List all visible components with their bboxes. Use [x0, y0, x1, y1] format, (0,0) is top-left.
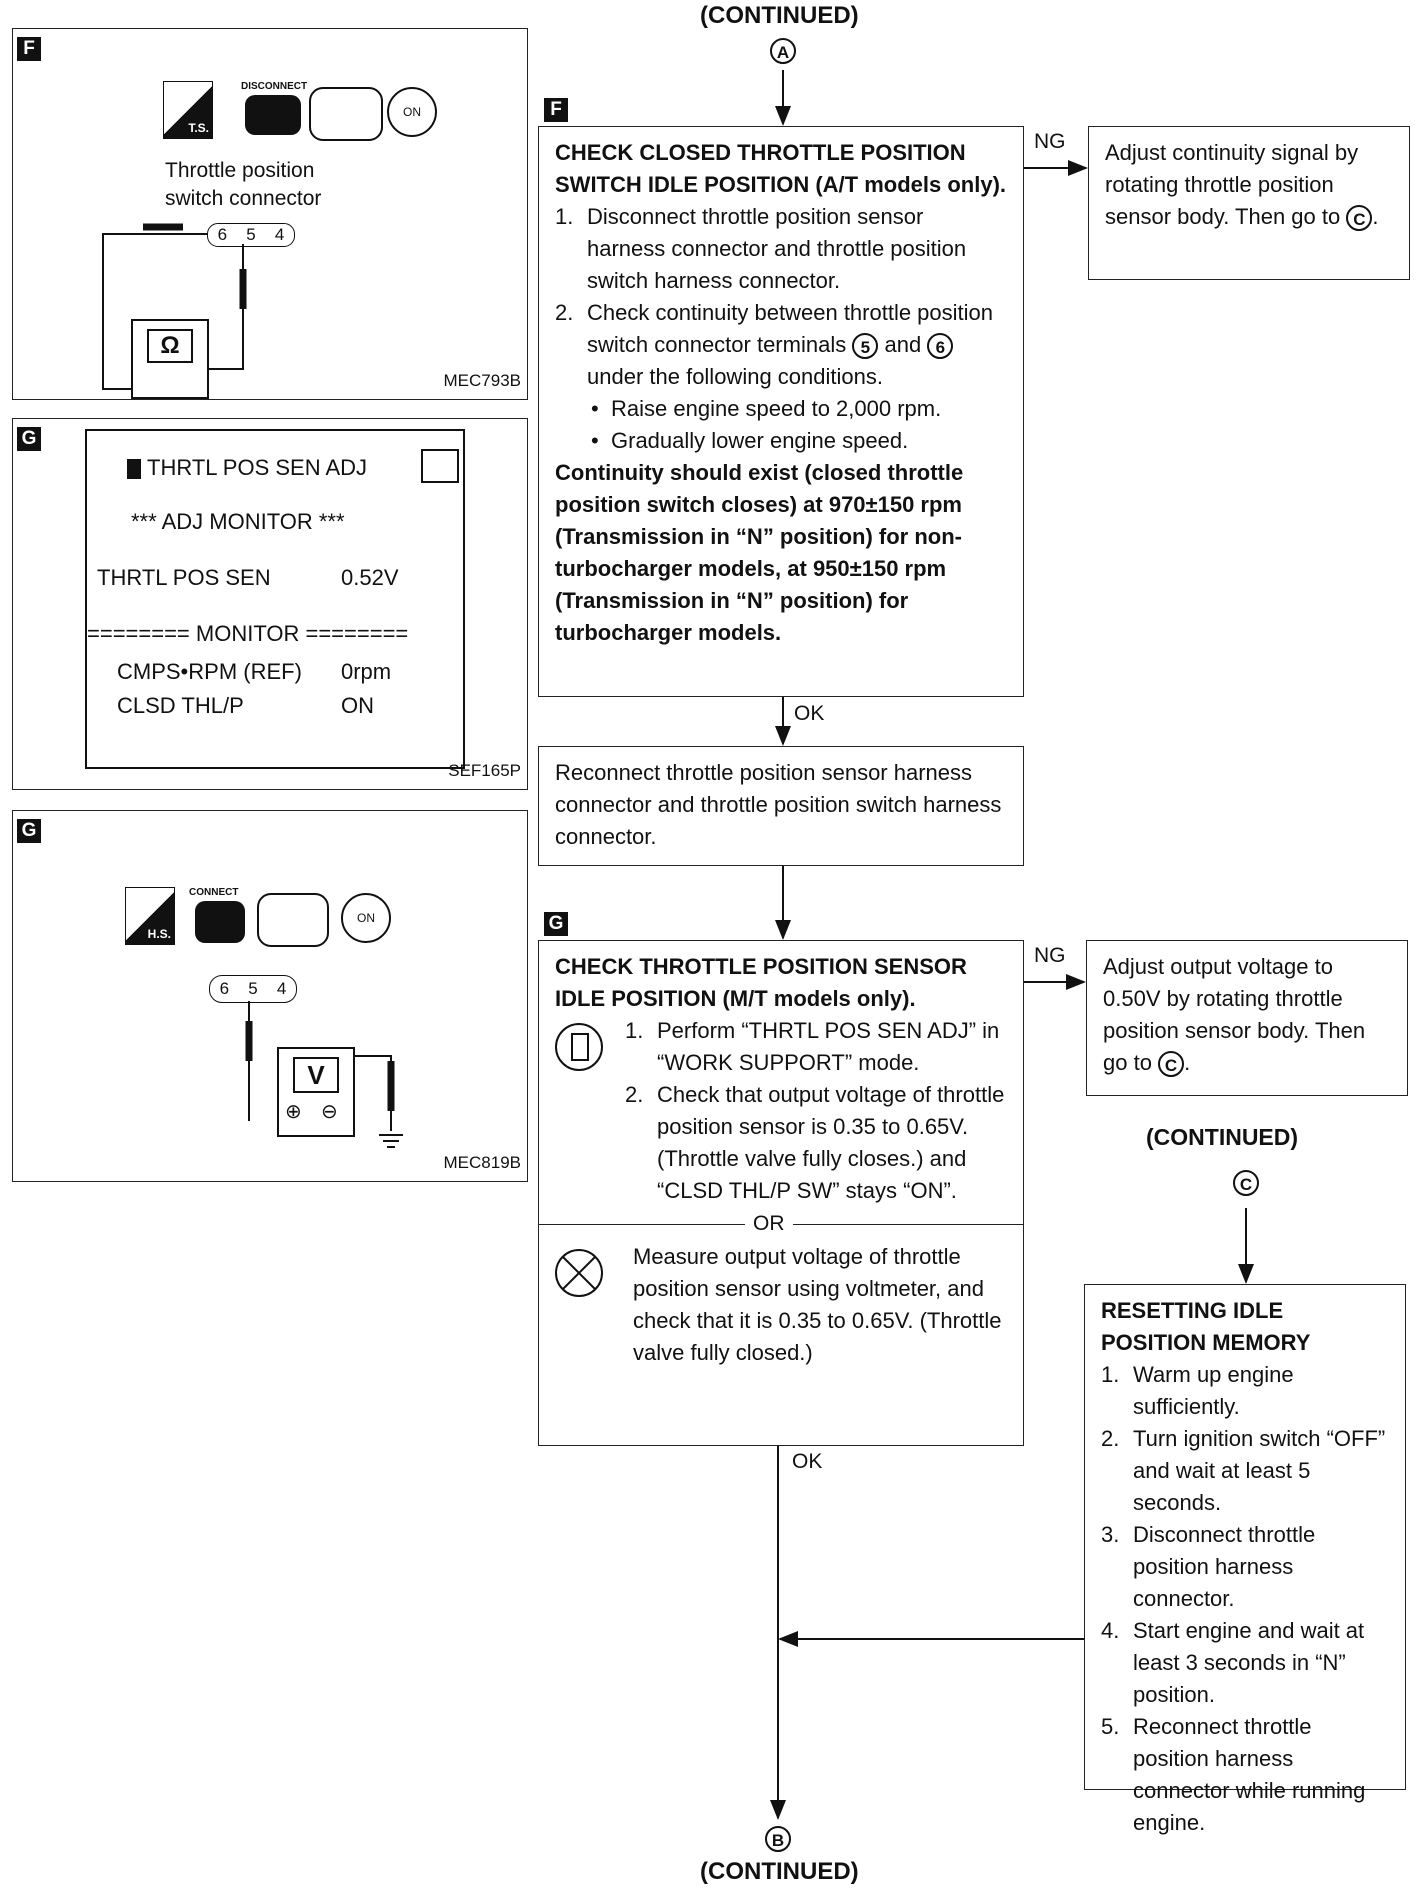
step-f-item-1: 1.Disconnect throttle position sensor ha… — [555, 204, 967, 293]
plus-terminal: ⊕ — [285, 1101, 302, 1123]
step-f-bullet-2: Gradually lower engine speed. — [555, 425, 1007, 457]
figure-g2-tag: G — [17, 819, 41, 843]
reconnect-text: Reconnect throttle position sensor harne… — [555, 760, 1002, 849]
row1-label: THRTL POS SEN — [97, 565, 271, 590]
step-f-box: CHECK CLOSED THROTTLE POSITION SWITCH ID… — [538, 126, 1024, 697]
screen-marker-icon — [127, 459, 141, 480]
reset-item-5: 5.Reconnect throttle position harness co… — [1101, 1714, 1366, 1835]
throttle-body-icon — [309, 87, 383, 141]
reset-box: RESETTING IDLE POSITION MEMORY 1.Warm up… — [1084, 1284, 1406, 1835]
figure-f-tag: F — [17, 37, 41, 61]
consult-screen: THRTL POS SEN ADJ *** ADJ MONITOR *** TH… — [85, 429, 465, 769]
reconnect-box: Reconnect throttle position sensor harne… — [538, 746, 1024, 866]
step-f-spec: Continuity should exist (closed throttle… — [555, 460, 964, 645]
connector-b-label: B — [765, 1826, 791, 1852]
ng2-box: Adjust output voltage to 0.50V by rotati… — [1086, 940, 1408, 1096]
consult-tool-icon — [555, 1023, 603, 1071]
figure-g2-panel: G H.S. CONNECT ON 6 5 4 V ⊕ ⊖ MEC819B — [12, 810, 528, 1182]
screen-page-icon — [421, 449, 459, 483]
connector-caption-line2: switch connector — [165, 187, 322, 210]
figure-g1-panel: G THRTL POS SEN ADJ *** ADJ MONITOR *** … — [12, 418, 528, 790]
continued-top-label: (CONTINUED) — [700, 2, 859, 29]
row3-label: CLSD THL/P — [117, 693, 244, 718]
step-f-bullet-1: Raise engine speed to 2,000 rpm. — [555, 393, 1007, 425]
figure-g2-code: MEC819B — [443, 1153, 521, 1172]
ignition-key-icon-2: ON — [341, 893, 391, 943]
screen-subtitle: *** ADJ MONITOR *** — [131, 509, 345, 534]
throttle-body-icon-2 — [257, 893, 329, 947]
pin-4: 4 — [276, 979, 287, 998]
connector-a: A — [770, 38, 796, 64]
connect-label: CONNECT — [189, 887, 239, 898]
step-f-title: CHECK CLOSED THROTTLE POSITION SWITCH ID… — [555, 140, 1007, 197]
connect-connector-icon — [195, 901, 245, 943]
ts-tester-icon: T.S. — [163, 81, 213, 139]
step-f-tag: F — [544, 98, 568, 122]
pin-6: 6 — [219, 979, 230, 998]
ohmmeter-icon: Ω — [131, 319, 209, 399]
voltmeter-icon: V ⊕ ⊖ — [277, 1047, 355, 1137]
figure-f-panel: F T.S. DISCONNECT ON Throttle position s… — [12, 28, 528, 400]
voltmeter-wiring — [245, 1001, 403, 1148]
step-g-tag: G — [544, 912, 568, 936]
ng2-text: Adjust output voltage to 0.50V by rotati… — [1103, 954, 1366, 1075]
or-divider: OR — [539, 1207, 1023, 1241]
connector-c-label: C — [1233, 1170, 1259, 1196]
row1-value: 0.52V — [341, 565, 399, 590]
disconnect-label: DISCONNECT — [241, 81, 308, 92]
reset-item-4: 4.Start engine and wait at least 3 secon… — [1101, 1618, 1365, 1707]
continued-bottom-label: (CONTINUED) — [700, 1858, 859, 1885]
reset-item-2: 2.Turn ignition switch “OFF” and wait at… — [1101, 1426, 1386, 1515]
connector-caption-line1: Throttle position — [165, 159, 315, 182]
reset-item-1: 1.Warm up engine sufficiently. — [1101, 1362, 1294, 1419]
ohmmeter-wiring — [102, 223, 247, 390]
step-g-item-2: 2.Check that output voltage of throttle … — [625, 1082, 1005, 1203]
terminal-6-icon: 6 — [927, 333, 954, 360]
pin-5: 5 — [248, 979, 258, 998]
connector-c: C — [1233, 1170, 1259, 1196]
ng1-box: Adjust continuity signal by rotating thr… — [1088, 126, 1410, 280]
connector-b: B — [765, 1826, 791, 1852]
step-g-item-1: 1.Perform “THRTL POS SEN ADJ” in “WORK S… — [625, 1018, 1000, 1075]
connector-c-icon: C — [1158, 1051, 1185, 1078]
screen-title: THRTL POS SEN ADJ — [127, 455, 367, 481]
figure-g1-tag: G — [17, 427, 41, 451]
or-label: OR — [745, 1208, 793, 1240]
ng2-end: . — [1184, 1050, 1191, 1075]
reset-title: RESETTING IDLE POSITION MEMORY — [1101, 1298, 1311, 1355]
step-g-title: CHECK THROTTLE POSITION SENSOR IDLE POSI… — [555, 954, 967, 1011]
ok2-label: OK — [792, 1450, 823, 1473]
ng1-end: . — [1372, 204, 1379, 229]
step-g-alt: Measure output voltage of throttle posit… — [633, 1244, 1002, 1365]
hs-tester-icon: H.S. — [125, 887, 175, 945]
connector-a-label: A — [770, 38, 796, 64]
row2-value: 0rpm — [341, 659, 392, 684]
connector-c-icon: C — [1346, 205, 1373, 232]
row3-value: ON — [341, 693, 374, 718]
disconnect-connector-icon — [245, 95, 301, 135]
figure-g1-code: SEF165P — [448, 761, 521, 780]
monitor-divider: ======== MONITOR ======== — [87, 621, 409, 646]
ng1-label: NG — [1034, 130, 1066, 153]
ignition-key-icon: ON — [387, 87, 437, 137]
tps-connector: 6 5 4 — [207, 223, 295, 247]
step-g-box: CHECK THROTTLE POSITION SENSOR IDLE POSI… — [538, 940, 1024, 1446]
tps-connector-2: 6 5 4 — [209, 975, 297, 1003]
pin-4: 4 — [274, 225, 285, 244]
ng2-label: NG — [1034, 944, 1066, 967]
pin-5: 5 — [246, 225, 256, 244]
ok1-label: OK — [794, 702, 825, 725]
continued-c-label: (CONTINUED) — [1146, 1124, 1299, 1150]
terminal-5-icon: 5 — [852, 333, 879, 360]
pin-6: 6 — [217, 225, 228, 244]
step-f-item-2: 2.Check continuity between throttle posi… — [555, 300, 994, 389]
figure-f-code: MEC793B — [443, 371, 521, 390]
row2-label: CMPS•RPM (REF) — [117, 659, 302, 684]
no-tool-icon — [555, 1249, 603, 1297]
reset-item-3: 3.Disconnect throttle position harness c… — [1101, 1522, 1316, 1611]
minus-terminal: ⊖ — [321, 1101, 338, 1123]
ng1-text: Adjust continuity signal by rotating thr… — [1105, 140, 1359, 229]
